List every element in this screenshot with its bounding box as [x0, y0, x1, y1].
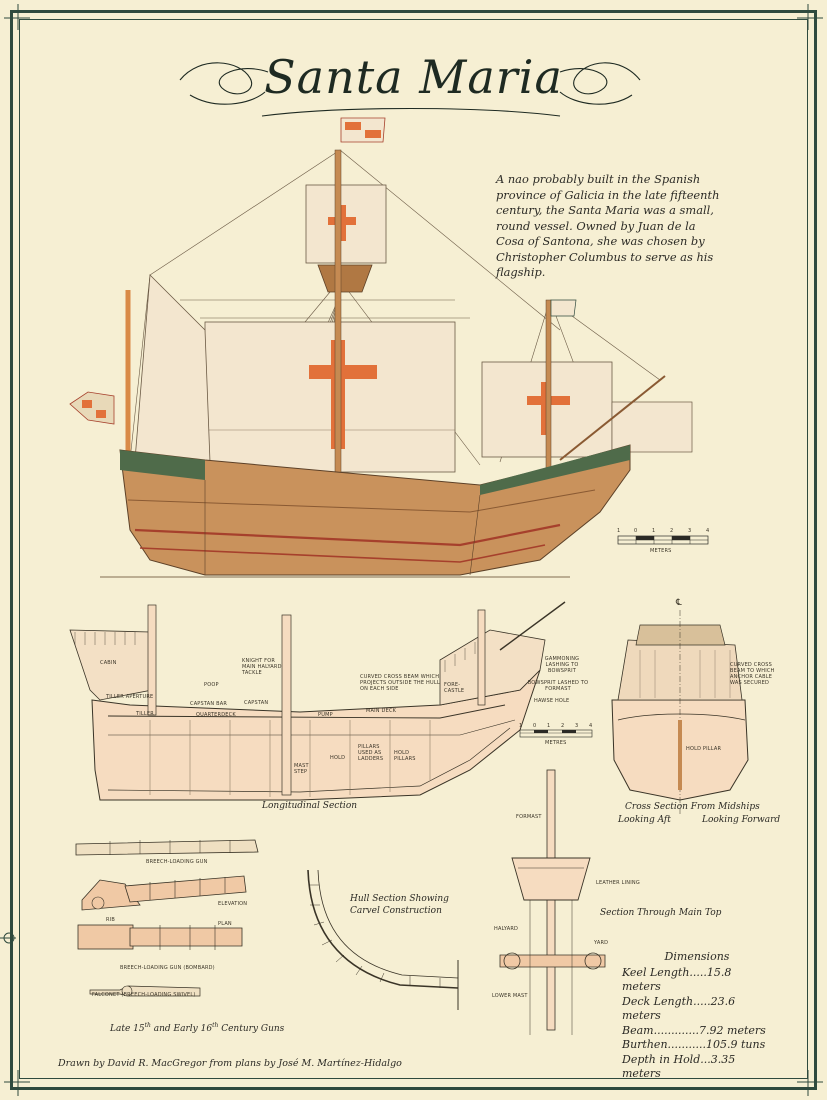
guns-drawing	[75, 839, 259, 997]
scale-top-tick-5: 4	[706, 528, 710, 534]
label-tiller: TILLER	[136, 711, 154, 717]
cross-caption: Cross Section From Midships	[625, 802, 760, 812]
scale-bar-mid	[519, 729, 593, 738]
dimension-row: Beam.............7.92 meters	[622, 1023, 766, 1037]
scale-top-tick-0: 1	[617, 528, 621, 534]
label-hawse-hole: HAWSE HOLE	[534, 698, 570, 704]
label-elevation: ELEVATION	[218, 901, 248, 907]
label-bowsprit: BOWSPRIT LASHED TO FORMAST	[527, 680, 589, 692]
label-tiller-aperture: TILLER APERTURE	[106, 694, 154, 700]
label-capstan: CAPSTAN	[244, 700, 269, 706]
label-poop: POOP	[204, 682, 219, 688]
label-pump: PUMP	[318, 712, 333, 718]
guns-caption-part-3: Century Guns	[218, 1024, 285, 1034]
main-top-drawing	[499, 769, 606, 1035]
label-breech-loading-gun: BREECH-LOADING GUN	[146, 859, 208, 865]
label-formast: FORMAST	[516, 814, 542, 820]
scale-top-tick-3: 2	[670, 528, 674, 534]
label-knight: KNIGHT FOR MAIN HALYARD TACKLE	[242, 658, 282, 676]
corner-marks	[0, 4, 823, 1096]
title-flourish	[179, 62, 641, 117]
longitudinal-caption: Longitudinal Section	[262, 801, 358, 811]
scale-mid-tick-3: 2	[561, 723, 565, 729]
guns-caption-sup-2: th	[212, 1022, 219, 1029]
scale-mid-tick-1: 0	[533, 723, 537, 729]
cross-hold-pillar: HOLD PILLAR	[686, 746, 722, 752]
dimension-row: Depth in Hold...3.35 meters	[622, 1052, 736, 1081]
label-mast-step: MAST STEP	[294, 763, 309, 775]
poster-title: Santa Maria	[264, 50, 563, 104]
label-plan: PLAN	[218, 921, 232, 927]
cross-section-drawing	[611, 610, 749, 815]
scale-bar-top	[617, 535, 709, 545]
label-yard: YARD	[594, 940, 609, 946]
label-forecastle: FORE- CASTLE	[444, 682, 465, 694]
label-rib: RIB	[106, 917, 115, 923]
label-cabin: CABIN	[100, 660, 117, 666]
hull-caption-1: Hull Section Showing	[350, 894, 449, 904]
label-hold: HOLD	[330, 755, 346, 761]
guns-caption-sup-1: th	[144, 1022, 151, 1029]
scale-top-tick-2: 1	[652, 528, 656, 534]
scale-mid-tick-2: 1	[547, 723, 551, 729]
intro-text: A nao probably built in the Spanish prov…	[496, 172, 720, 279]
outer-border	[10, 10, 817, 1090]
label-hold-pillars: HOLD PILLARS	[394, 750, 416, 762]
guns-caption-part-1: Late 15	[110, 1024, 145, 1034]
label-lower-mast: LOWER MAST	[492, 993, 528, 999]
dimensions-heading: Dimensions	[664, 950, 730, 963]
label-main-deck: MAIN DECK	[366, 708, 397, 714]
cross-curved-beam: CURVED CROSS BEAM TO WHICH ANCHOR CABLE …	[730, 662, 775, 686]
label-gammoning: GAMMONING LASHING TO BOWSPRIT	[544, 656, 580, 674]
dimensions-table: Dimensions Keel Length.....15.8 meters D…	[622, 950, 772, 1082]
scale-top-unit: METERS	[650, 548, 672, 554]
scale-mid-tick-0: 1	[519, 723, 523, 729]
scale-mid-tick-4: 3	[575, 723, 579, 729]
scale-mid-unit: METRES	[545, 740, 567, 746]
scale-top-tick-1: 0	[634, 528, 638, 534]
scale-mid-tick-5: 4	[589, 723, 593, 729]
cross-caption-forward: Looking Forward	[702, 815, 781, 825]
dimension-row: Keel Length.....15.8 meters	[622, 965, 732, 994]
label-bombard: BREECH-LOADING GUN (BOMBARD)	[120, 965, 215, 971]
inner-border	[19, 19, 808, 1079]
main-top-caption: Section Through Main Top	[600, 908, 722, 918]
label-curved-beam: CURVED CROSS BEAM WHICH PROJECTS OUTSIDE…	[360, 674, 440, 692]
ship-elevation	[69, 117, 693, 578]
guns-caption: Late 15th and Early 16th Century Guns	[110, 1022, 284, 1034]
dimension-row: Burthen...........105.9 tuns	[622, 1038, 766, 1051]
label-quarterdeck: QUARTERDECK	[196, 712, 236, 718]
credit-line: Drawn by David R. MacGregor from plans b…	[58, 1058, 402, 1069]
scale-top-tick-4: 3	[688, 528, 692, 534]
label-leather-lining: LEATHER LINING	[596, 880, 640, 886]
cross-centerline: ℄	[676, 598, 682, 608]
hull-caption-2: Carvel Construction	[350, 906, 442, 916]
longitudinal-section-drawing	[69, 601, 566, 801]
cross-caption-aft: Looking Aft	[618, 815, 671, 825]
label-pillars-ladders: PILLARS USED AS LADDERS	[358, 744, 384, 762]
guns-caption-part-2: and Early 16	[150, 1024, 213, 1034]
dimension-row: Deck Length.....23.6 meters	[622, 994, 736, 1023]
label-halyard: HALYARD	[494, 926, 519, 932]
hull-section-drawing	[307, 869, 459, 1010]
label-capstan-bar: CAPSTAN BAR	[190, 701, 228, 707]
label-falconet: FALCONET (BREECH-LOADING SWIVEL)	[92, 992, 196, 998]
